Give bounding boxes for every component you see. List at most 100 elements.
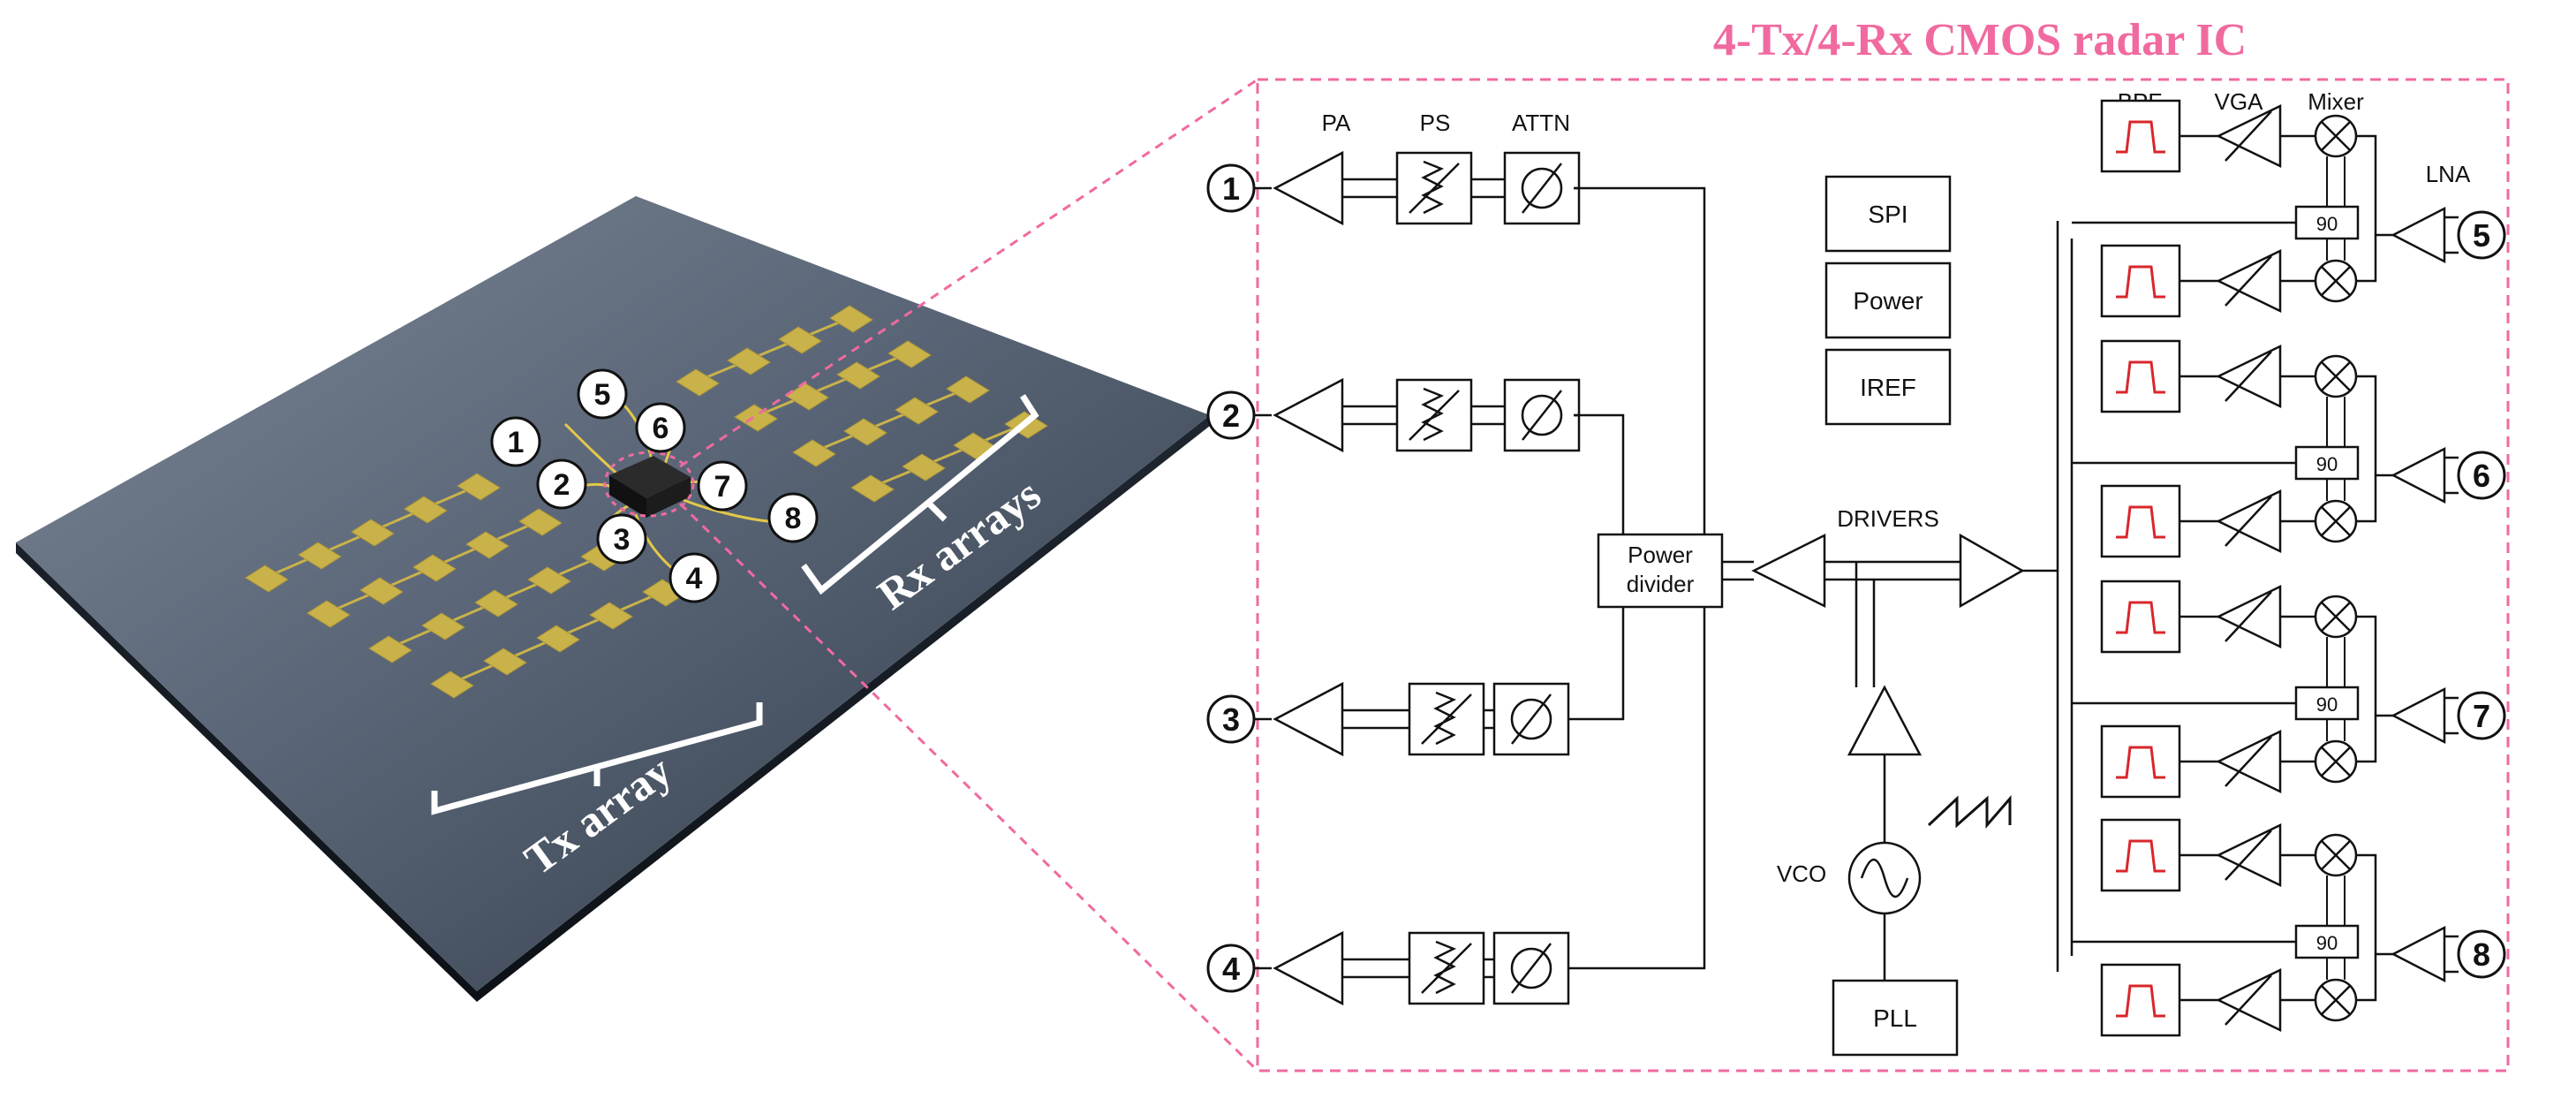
vco-buffer [1847,685,1923,756]
board-port-6-number: 6 [653,412,669,445]
sine-icon [1860,859,1909,898]
attenuator-icon [1510,947,1552,989]
board-port-7-number: 7 [714,470,731,504]
driver-left [1751,533,1826,609]
rf-to-mixer [2356,375,2393,477]
bandpass-icon [2116,839,2165,873]
lna-triangle [2391,686,2446,745]
attenuator-arrow-icon [1511,943,1552,994]
resistor-icon [1433,691,1457,746]
mixer-header: Mixer [2308,88,2364,115]
lna-triangle [2391,206,2446,264]
quadrature-90-label: 90 [2316,453,2338,475]
quadrature-90-label: 90 [2316,694,2338,716]
mixer-cross [2321,506,2351,536]
bandpass-icon [2116,265,2165,299]
iref-block [1824,348,1952,426]
ps-header: PS [1420,110,1451,136]
vga-arrow-icon [2225,591,2272,642]
board-edge [16,415,1210,1002]
rx-patch [888,340,932,368]
bandpass-icon [2116,601,2165,634]
tx-patch [527,566,571,595]
board-port-7-circle [697,460,748,512]
quadrature-90-label: 90 [2316,213,2338,235]
resistor-icon [1421,387,1445,442]
tx-patch [368,635,412,663]
tx-patch [457,473,501,501]
radar-chip-package [609,456,691,518]
power-divider-block [1597,533,1724,609]
tx-patch [483,648,527,676]
board-port-5-number: 5 [594,378,611,412]
rx-patch [785,383,829,411]
tx-patch [359,577,404,605]
iref-label: IREF [1860,374,1916,401]
board-port-8-circle [767,492,819,543]
rf-to-mixer [2356,134,2393,237]
rx-patch [829,305,873,333]
attenuator-icon [1510,698,1552,740]
vga-arrow-icon [2225,255,2272,307]
rx-port-6-circle [2457,451,2506,500]
tx-patch [518,508,563,536]
pa-triangle [1273,150,1344,226]
mixer-cross [2321,361,2351,391]
bpf-block [2100,818,2181,892]
board-port-6-circle [635,402,686,453]
rx-port-8-circle [2457,929,2506,979]
drivers-label: DRIVERS [1837,505,1939,532]
attenuator-icon [1521,394,1563,436]
mixer-cross [2321,121,2351,151]
quadrature-90-block [2294,924,2360,959]
vga-arrow-icon [2225,351,2272,402]
variable-arrow-icon [1409,163,1460,214]
rx-patch [734,404,778,432]
rx-patch [836,361,880,390]
rx-patch [895,397,939,425]
vga-arrow-icon [2225,496,2272,547]
mixer-cross [2321,985,2351,1015]
rx-array-bracket [801,394,1039,595]
board-port-3-circle [596,513,647,565]
zoom-line-top [679,78,1258,468]
lo-distribution [1574,186,2074,981]
chip-zoom-highlight [603,451,695,518]
rf-to-mixer [2356,716,2377,763]
pa-header: PA [1322,110,1351,136]
pa-triangle [1273,930,1344,1006]
board-port-5-circle [577,368,628,420]
rx-patch [727,347,771,375]
board-port-2-circle [536,459,587,510]
mixer-cross [2321,266,2351,296]
tx-patch [465,531,510,559]
quadrature-90-label: 90 [2316,932,2338,954]
diagram-title: 4-Tx/4-Rx CMOS radar IC [1713,15,2247,65]
rf-to-mixer [2356,954,2377,1002]
tx-port-4-number: 4 [1222,951,1240,987]
power-divider-label-2: divider [1627,571,1695,597]
tx-port-1-number: 1 [1222,171,1240,207]
board-port-4-circle [669,552,720,603]
bpf-block [2100,339,2181,413]
rx-port-8-number: 8 [2473,936,2490,973]
mixer-cross [2321,747,2351,777]
variable-arrow-icon [1421,943,1472,994]
board-port-8-number: 8 [785,502,802,535]
bpf-block [2100,963,2181,1037]
bandpass-icon [2116,746,2165,779]
rf-to-mixer [2356,615,2393,717]
quadrature-90-block [2294,686,2360,721]
tx-array-bracket [431,702,763,815]
power-divider-label-1: Power [1628,542,1693,568]
tx-antenna-patches [245,473,686,699]
tx-patch [536,625,580,653]
bandpass-icon [2116,120,2165,154]
rx-antenna-patches [676,305,1048,503]
tx-patch [589,602,633,630]
